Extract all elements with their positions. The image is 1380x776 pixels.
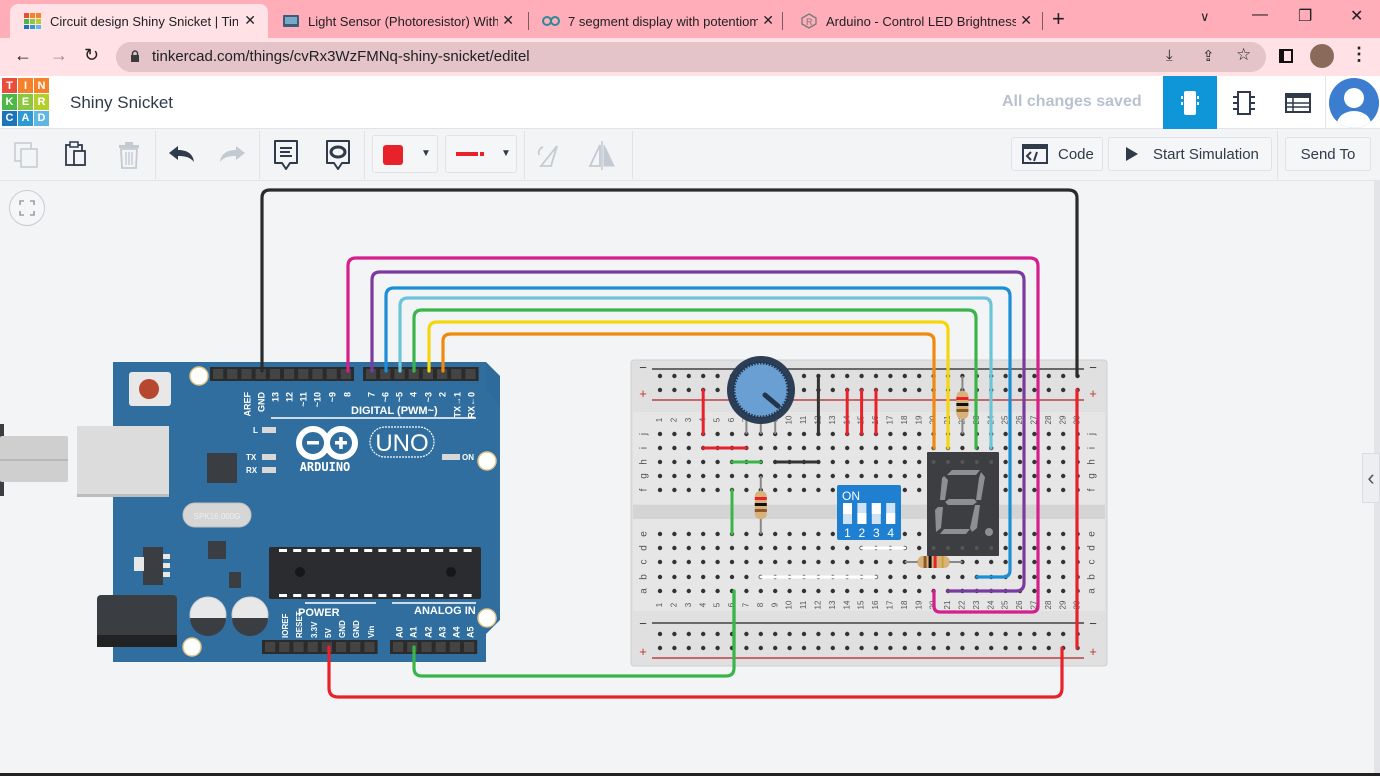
schematic-view-icon bbox=[1233, 90, 1255, 115]
side-panel-toggle[interactable]: ‹ bbox=[1362, 453, 1380, 503]
close-tab-icon[interactable]: ✕ bbox=[1020, 12, 1032, 28]
copy-button[interactable] bbox=[11, 139, 41, 171]
start-simulation-label: Start Simulation bbox=[1153, 145, 1259, 163]
lock-icon bbox=[131, 50, 139, 62]
paste-button[interactable] bbox=[61, 139, 91, 171]
browser-tab[interactable]: Light Sensor (Photoresistor) With Arduin… bbox=[268, 4, 526, 38]
logo-letter: T bbox=[2, 78, 17, 94]
tab-title: Light Sensor (Photoresistor) With Arduin… bbox=[308, 13, 498, 29]
svg-text:R: R bbox=[806, 17, 813, 27]
restore-icon[interactable]: ❐ bbox=[1298, 8, 1313, 25]
redo-button[interactable] bbox=[217, 139, 247, 171]
side-panel-icon[interactable] bbox=[1279, 49, 1293, 63]
install-icon[interactable]: ⤓ bbox=[1166, 47, 1173, 64]
back-icon[interactable]: ← bbox=[14, 45, 32, 65]
flip-button[interactable] bbox=[587, 139, 617, 171]
tinkercad-icon bbox=[24, 13, 42, 29]
copy-icon bbox=[14, 142, 38, 168]
user-icon bbox=[1337, 88, 1371, 128]
component-list-button[interactable] bbox=[1271, 76, 1325, 129]
logo-letter: A bbox=[18, 110, 33, 126]
close-window-icon[interactable]: ✕ bbox=[1350, 8, 1364, 25]
wire-type-dropdown[interactable]: ▼ bbox=[445, 135, 517, 173]
logo-letter: N bbox=[34, 78, 49, 94]
profile-avatar[interactable] bbox=[1310, 44, 1334, 68]
browser-menu-icon[interactable]: ⋮ bbox=[1350, 44, 1368, 64]
send-to-button[interactable]: Send To bbox=[1285, 137, 1371, 171]
browser-tab-active[interactable]: Circuit design Shiny Snicket | Tinkercad… bbox=[10, 4, 268, 38]
close-tab-icon[interactable]: ✕ bbox=[502, 12, 514, 28]
logo-letter: K bbox=[2, 94, 17, 110]
rotate-button[interactable] bbox=[533, 139, 563, 171]
circuit-canvas[interactable] bbox=[0, 181, 1362, 774]
new-tab-button[interactable]: + bbox=[1052, 6, 1065, 31]
tab-title: 7 segment display with potentiometer bbox=[568, 13, 758, 29]
circuit-view-button[interactable] bbox=[1163, 76, 1217, 129]
logo-letter: R bbox=[34, 94, 49, 110]
notes-icon bbox=[274, 140, 298, 170]
instructables-icon bbox=[282, 13, 300, 29]
tab-title: Arduino - Control LED Brightness bbox=[826, 13, 1016, 29]
schematic-view-button[interactable] bbox=[1217, 76, 1271, 129]
window-bottom-edge bbox=[0, 773, 1380, 776]
redo-icon bbox=[220, 146, 245, 162]
wire-style-icon bbox=[456, 152, 484, 156]
undo-button[interactable] bbox=[167, 139, 197, 171]
notes-button[interactable] bbox=[271, 139, 301, 171]
close-tab-icon[interactable]: ✕ bbox=[762, 12, 774, 28]
delete-button[interactable] bbox=[114, 139, 144, 171]
logo-letter: D bbox=[34, 110, 49, 126]
arduinogetstarted-icon: R bbox=[800, 13, 818, 29]
code-label: Code bbox=[1058, 145, 1094, 163]
zoom-to-fit-button[interactable] bbox=[9, 190, 45, 226]
paste-icon bbox=[65, 141, 86, 166]
chevron-down-icon: ▼ bbox=[421, 148, 431, 159]
rotate-icon bbox=[537, 145, 558, 167]
save-status: All changes saved bbox=[1002, 93, 1142, 110]
fit-view-icon bbox=[19, 200, 35, 216]
code-button[interactable]: Code bbox=[1011, 137, 1103, 171]
project-title[interactable]: Shiny Snicket bbox=[70, 93, 173, 112]
app-header bbox=[0, 76, 1380, 129]
component-list-icon bbox=[1285, 92, 1311, 113]
minimize-icon[interactable]: — bbox=[1252, 6, 1268, 23]
reload-icon[interactable]: ↻ bbox=[84, 45, 100, 65]
close-tab-icon[interactable]: ✕ bbox=[244, 12, 256, 28]
send-to-label: Send To bbox=[1300, 145, 1356, 163]
chevron-down-icon: ▼ bbox=[501, 148, 511, 159]
tab-search-icon[interactable]: ∨ bbox=[1200, 9, 1210, 24]
play-icon bbox=[1126, 147, 1138, 161]
arduino-icon bbox=[542, 13, 560, 29]
browser-tab[interactable]: R Arduino - Control LED Brightness ✕ bbox=[786, 4, 1044, 38]
bookmark-star-icon[interactable]: ☆ bbox=[1236, 45, 1252, 64]
forward-icon[interactable]: → bbox=[50, 45, 68, 65]
user-avatar[interactable] bbox=[1329, 78, 1379, 128]
share-icon[interactable]: ⇪ bbox=[1202, 48, 1215, 65]
logo-letter: I bbox=[18, 78, 33, 94]
trash-icon bbox=[119, 142, 139, 169]
logo-letter: E bbox=[18, 94, 33, 110]
tab-title: Circuit design Shiny Snicket | Tinkercad bbox=[50, 13, 238, 29]
url-text: tinkercad.com/things/cvRx3WzFMNq-shiny-s… bbox=[152, 48, 530, 65]
url-input[interactable] bbox=[116, 42, 1266, 72]
annotation-visibility-button[interactable] bbox=[323, 139, 353, 171]
mirror-icon bbox=[588, 141, 615, 170]
browser-tab[interactable]: 7 segment display with potentiometer ✕ bbox=[528, 4, 786, 38]
logo-letter: C bbox=[2, 110, 17, 126]
circuit-view-icon bbox=[1181, 90, 1199, 115]
wire-color-dropdown[interactable]: ▼ bbox=[372, 135, 438, 173]
code-icon bbox=[1022, 144, 1048, 164]
start-simulation-button[interactable]: Start Simulation bbox=[1108, 137, 1272, 171]
chevron-left-icon: ‹ bbox=[1367, 465, 1375, 490]
color-swatch bbox=[383, 145, 403, 165]
eye-note-icon bbox=[326, 140, 350, 170]
undo-icon bbox=[169, 146, 194, 162]
